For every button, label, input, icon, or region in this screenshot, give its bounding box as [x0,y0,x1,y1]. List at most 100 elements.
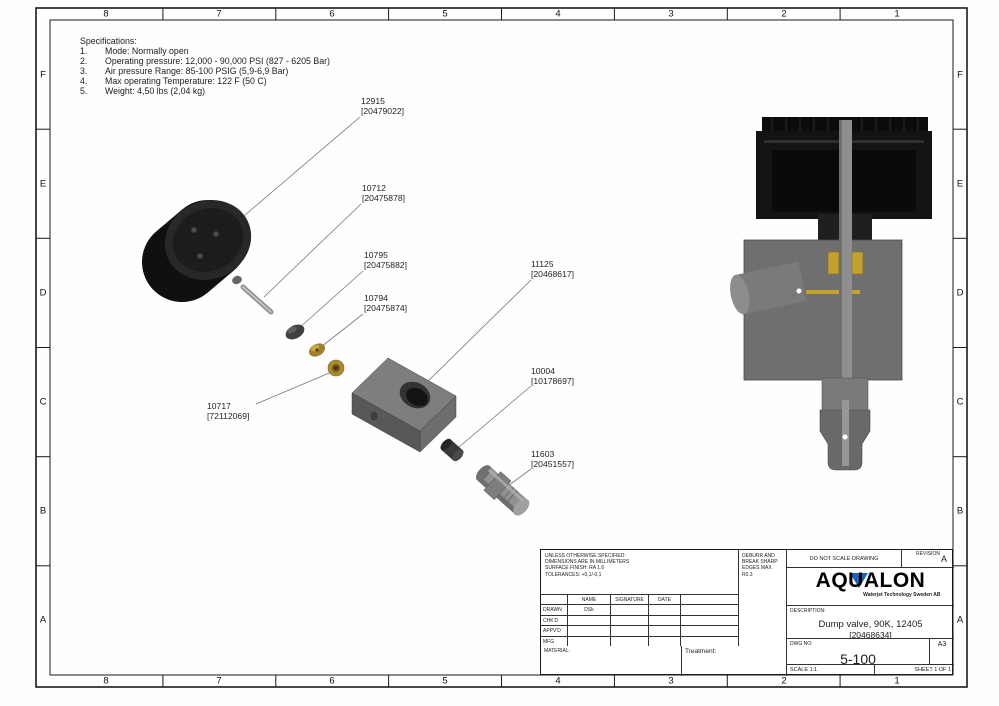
table-cell [541,595,568,606]
table-role: CHK'D [541,615,568,627]
part-number: 10717 [207,401,231,411]
table-cell [681,637,738,646]
seal-part [285,324,305,340]
deburr-note: DEBURR AND BREAK SHARP EDGES MAX R0.3 [738,550,786,646]
grid-col-label: 3 [668,8,674,20]
part-ref: [20475882] [364,260,408,270]
grid-col-label: 4 [555,675,561,687]
description-cell: DESCRIPTION: Dump valve, 90K, 12405 [204… [786,605,954,638]
grid-row-label: D [39,287,47,299]
grid-col-label: 7 [216,8,222,20]
grid-row-label: F [40,69,46,81]
part-ref: [10178697] [531,376,575,386]
table-cell [649,615,681,627]
part-ref: [20451557] [531,459,575,469]
part-callout: 10794 [20475874] [364,293,407,313]
gland-part [440,438,464,462]
scale-cell: SCALE 1:1 [786,664,874,676]
part-number: 10712 [362,183,386,193]
table-cell [611,626,649,637]
seat-part [308,343,326,357]
grid-col-label: 1 [894,675,900,687]
grid-col-label: 5 [442,8,448,20]
table-cell [681,616,738,627]
material-cell: MATERIAL: [544,648,571,654]
spec-item: 3.Air pressure Range: 85-100 PSIG (5,9-6… [80,66,289,76]
table-cell [649,626,681,637]
table-name [568,626,611,637]
table-cell [649,636,681,646]
grid-row-label: B [39,505,47,517]
fitting-part [475,465,530,516]
description-label: DESCRIPTION: [790,608,826,614]
frame-tick-marks [36,8,967,687]
logo-triangle-icon [850,573,868,588]
logo-tagline: Waterjet Technology Sweden AB [863,592,941,598]
signoff-table: NAME SIGNATURE DATE DRAWN DSk CHK'D APPV… [541,594,738,646]
section-view [730,117,932,471]
dwg-no-label: DWG NO: [790,641,813,647]
grid-col-label: 2 [781,675,787,687]
sheet-frame [35,7,968,688]
dwg-no-cell: DWG NO: 5-100 [786,638,929,664]
spec-item: 1.Mode: Normally open [80,46,189,56]
spec-item: 2.Operating pressure: 12,000 - 90,000 PS… [80,56,330,66]
part-callout: 10795 [20475882] [364,250,407,270]
revision-label: REVISION [916,551,940,557]
table-role: APPV'D [541,626,568,637]
logo-cell: AQUALON Waterjet Technology Sweden AB [786,567,954,605]
table-role: DRAWN [541,605,568,616]
part-callout: 11125 [20468617] [531,259,574,279]
grid-row-label: E [956,178,964,190]
table-cell [681,605,738,616]
specifications: Specifications: 1.Mode: Normally open 2.… [80,36,330,96]
part-number: 10004 [531,366,555,376]
gold-seals-section [806,251,864,294]
part-callout: 10717 [72112069] [207,401,249,421]
part-ref: [72112069] [207,411,250,421]
company-logo: AQUALON [815,569,926,592]
dwg-no-value: 5-100 [840,651,876,664]
part-callout: 10004 [10178697] [531,366,574,386]
grid-col-label: 6 [329,675,335,687]
grid-col-label: 7 [216,675,222,687]
table-cell [611,605,649,616]
table-name: DSk [568,605,611,616]
table-name [568,615,611,627]
paper-size-cell: A3 [929,638,954,664]
stem-section [839,120,852,410]
body-section [743,239,903,381]
grid-col-label: 1 [894,8,900,20]
grid-row-label: C [956,396,964,408]
sheet-cell: SHEET 1 OF 1 [874,664,954,676]
grid-col-label: 8 [103,8,109,20]
grid-row-label: E [39,178,47,190]
spec-item: 4.Max operating Temperature: 122 F (50 C… [80,76,267,86]
tolerance-notes: UNLESS OTHERWISE SPECIFIED: DIMENSIONS A… [545,553,630,578]
part-number: 11125 [531,259,554,269]
port-boss-section [730,261,807,315]
actuator-cap-part [142,200,252,302]
grid-row-label: B [956,505,964,517]
grid-row-label: A [39,614,47,626]
grid-col-label: 3 [668,675,674,687]
valve-body-part [351,357,457,453]
exploded-view [142,200,530,516]
part-callout: 11603 [20451557] [531,449,574,469]
grid-col-label: 8 [103,675,109,687]
table-header-date: DATE [649,595,681,606]
grid-row-label: F [957,69,963,81]
table-cell [681,626,738,637]
part-number: 10794 [364,293,388,303]
grid-row-label: D [956,287,964,299]
part-callout: 10712 [20475878] [362,183,405,203]
part-ref: [20468617] [531,269,575,279]
table-cell [611,615,649,627]
title-block: UNLESS OTHERWISE SPECIFIED: DIMENSIONS A… [540,549,954,676]
part-number: 12915 [361,96,385,106]
specs-title: Specifications: [80,36,137,46]
revision-value: A [940,554,947,564]
pin-part [240,284,274,315]
